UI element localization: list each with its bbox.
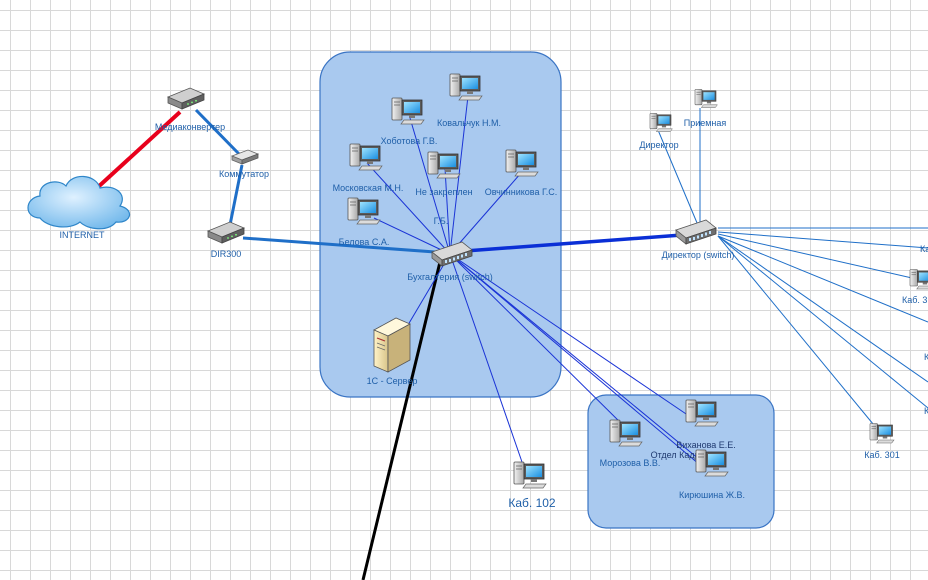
- link-accounting-downlink: [361, 261, 442, 580]
- accounting-switch-label: Бухгалтерия (switch): [407, 272, 492, 282]
- pc-morozova-label: Морозова В.В.: [600, 458, 661, 468]
- offscreen-right-top-label: Ка: [920, 244, 928, 254]
- pc-kovalchuk-label: Ковальчук Н.М.: [437, 118, 501, 128]
- pc-kiryushina-icon[interactable]: [695, 449, 729, 477]
- offscreen-right-fragment-2: К: [924, 406, 928, 416]
- room-102-label: Каб. 102: [508, 496, 556, 510]
- link-switch-router: [228, 164, 244, 226]
- otdel-kadrov-label: Отдел Кадров: [651, 450, 710, 460]
- pc-belova-icon[interactable]: [347, 197, 381, 225]
- link-mediaconverter-switch: [194, 108, 242, 157]
- pc-khobotova-label: Хоботова Г.В.: [381, 136, 438, 146]
- room-301-label: Каб. 301: [864, 450, 899, 460]
- pc-ne-zakreplen-label: Не закреплен: [415, 187, 472, 197]
- link-router-accounting: [242, 236, 436, 254]
- pc-ovchinnikova-label: Овчинникова Г.С.: [485, 187, 558, 197]
- accounting-spokes: [366, 95, 707, 471]
- small-switch-label: Коммутатор: [219, 169, 269, 179]
- router-icon[interactable]: [207, 221, 245, 244]
- pc-director-icon[interactable]: [649, 113, 673, 132]
- internet-label: INTERNET: [60, 230, 106, 240]
- server-icon[interactable]: [373, 317, 411, 373]
- internet-cloud-icon: [27, 175, 131, 230]
- pc-ovchinnikova-icon[interactable]: [505, 149, 539, 177]
- pc-vikhanova-label: Виханова Е.Е.: [676, 440, 736, 450]
- pc-khobotova-icon[interactable]: [391, 97, 425, 125]
- pc-room-301-icon[interactable]: [869, 423, 895, 444]
- link-accounting-director: [464, 233, 683, 253]
- accounting-zone: [319, 51, 562, 398]
- offscreen-right-fragment-1: К: [924, 352, 928, 362]
- pc-moskovskaya-label: Московская М.Н.: [333, 183, 404, 193]
- pc-ne-zakreplen-icon[interactable]: [427, 151, 461, 179]
- pc-director-label: Директор: [639, 140, 678, 150]
- pc-belova-label: Белова С.А.: [339, 237, 390, 247]
- pc-room-102-icon[interactable]: [513, 461, 547, 489]
- gbuh-label: Г.Б.: [434, 216, 449, 226]
- director-switch-label: Директор (switch): [662, 250, 735, 260]
- server-label: 1С - Сервер: [367, 376, 418, 386]
- mediaconverter-icon[interactable]: [167, 87, 205, 110]
- pc-moskovskaya-icon[interactable]: [349, 143, 383, 171]
- router-label: DIR300: [211, 249, 242, 259]
- pc-kiryushina-label: Кирюшина Ж.В.: [679, 490, 745, 500]
- pc-right-edge-icon[interactable]: [909, 269, 928, 290]
- pc-morozova-icon[interactable]: [609, 419, 643, 447]
- pc-vikhanova-icon[interactable]: [685, 399, 719, 427]
- director-switch-icon[interactable]: [675, 219, 717, 245]
- link-internet-mediaconverter: [95, 110, 182, 190]
- pc-kovalchuk-icon[interactable]: [449, 73, 483, 101]
- offscreen-right-mid-label: Каб. 3: [902, 295, 927, 305]
- pc-priemnaya-icon[interactable]: [694, 89, 718, 108]
- director-spokes: [657, 108, 928, 431]
- pc-priemnaya-label: Приемная: [684, 118, 727, 128]
- mediaconverter-label: Медиаконвертер: [155, 122, 225, 132]
